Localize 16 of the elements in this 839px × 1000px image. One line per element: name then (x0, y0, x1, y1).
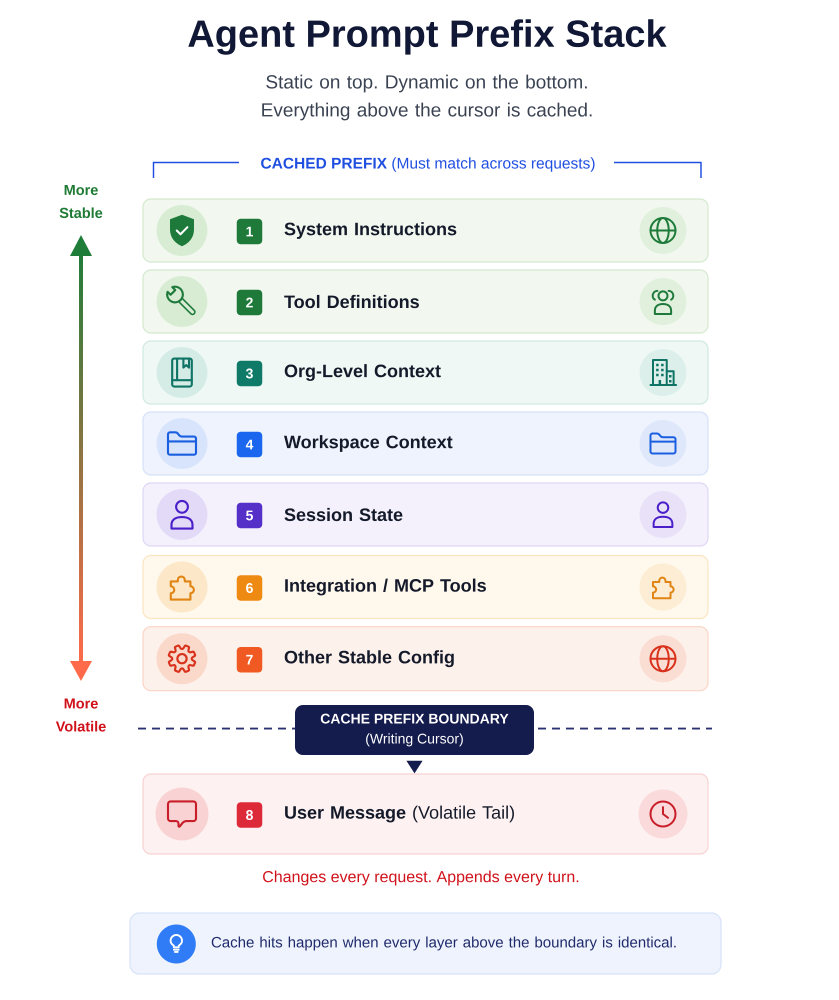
number-badge: 4 (236, 432, 262, 458)
number-badge: 6 (236, 575, 262, 601)
scale-label: More Stable (60, 184, 102, 218)
number-badge: 5 (236, 502, 262, 528)
note-text: Changes every request. Appends every turn. (263, 870, 578, 886)
boundary-box: CACHE PREFIX BOUNDARY (Writing Cursor) (295, 705, 534, 755)
number-badge: 1 (236, 218, 262, 244)
number-badge: 2 (236, 290, 262, 316)
number-badge: 7 (236, 646, 262, 672)
number-badge: 8 (236, 802, 262, 828)
bracket-label: CACHED PREFIX (Must match across requests) (261, 157, 595, 172)
number-badge: 3 (236, 360, 262, 386)
scale-label: More Volatile (56, 698, 106, 732)
info-box: Cache hits happen when every layer above the boundary is identical. (129, 912, 722, 975)
title: Agent Prompt Prefix Stack (188, 19, 667, 55)
subtitle: Static on top. Dynamic on the bottom. Everything above the cursor is cached. (262, 74, 592, 120)
